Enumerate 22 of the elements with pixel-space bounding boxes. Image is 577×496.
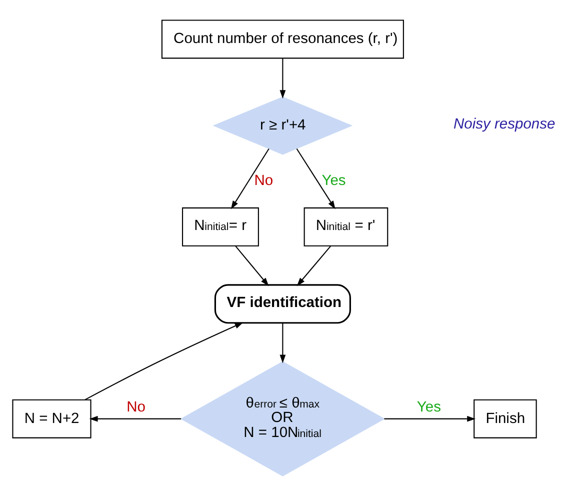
arrow — [280, 323, 286, 364]
arrow — [296, 246, 332, 286]
node-box: Ninitial= r — [182, 207, 259, 246]
arrow — [280, 58, 286, 99]
node-diamond: r ≥ r'+4 — [212, 96, 353, 155]
arrow — [230, 148, 270, 210]
node-box: N = N+2 — [12, 399, 92, 438]
arrow — [84, 322, 244, 400]
edge-label: Yes — [322, 172, 346, 189]
edge-label: No — [254, 172, 274, 189]
node-box: Finish — [474, 399, 537, 438]
arrow — [384, 416, 476, 422]
label: Noisy response — [454, 116, 556, 133]
node-box: VF identification — [214, 284, 351, 324]
arrow — [89, 416, 182, 422]
node-box: Count number of resonances (r, r') — [161, 20, 404, 59]
arrow — [296, 148, 336, 210]
edge-label: No — [126, 400, 146, 416]
node-diamond: θerror ≤ θmax OR N = 10Ninitial — [180, 361, 386, 476]
node-box: Ninitial = r' — [304, 207, 388, 246]
arrow — [235, 246, 269, 286]
edge-label: Yes — [416, 400, 441, 416]
